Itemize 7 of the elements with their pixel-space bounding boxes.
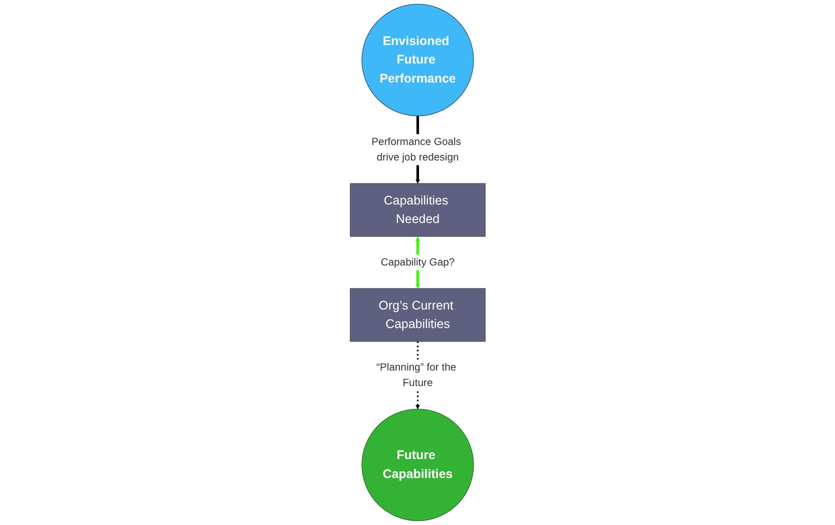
edge-label: Performance Goals drive job redesign (371, 136, 461, 164)
node-circle: Future Capabilities (361, 408, 474, 522)
edge-label: “Planning” for the Future (376, 362, 456, 389)
edge-label: Capability Gap? (380, 256, 454, 268)
node-box: Org’s Current Capabilities (350, 288, 486, 342)
node-box: Capabilities Needed (350, 183, 486, 237)
node-circle: Envisioned Future Performance (361, 4, 474, 116)
